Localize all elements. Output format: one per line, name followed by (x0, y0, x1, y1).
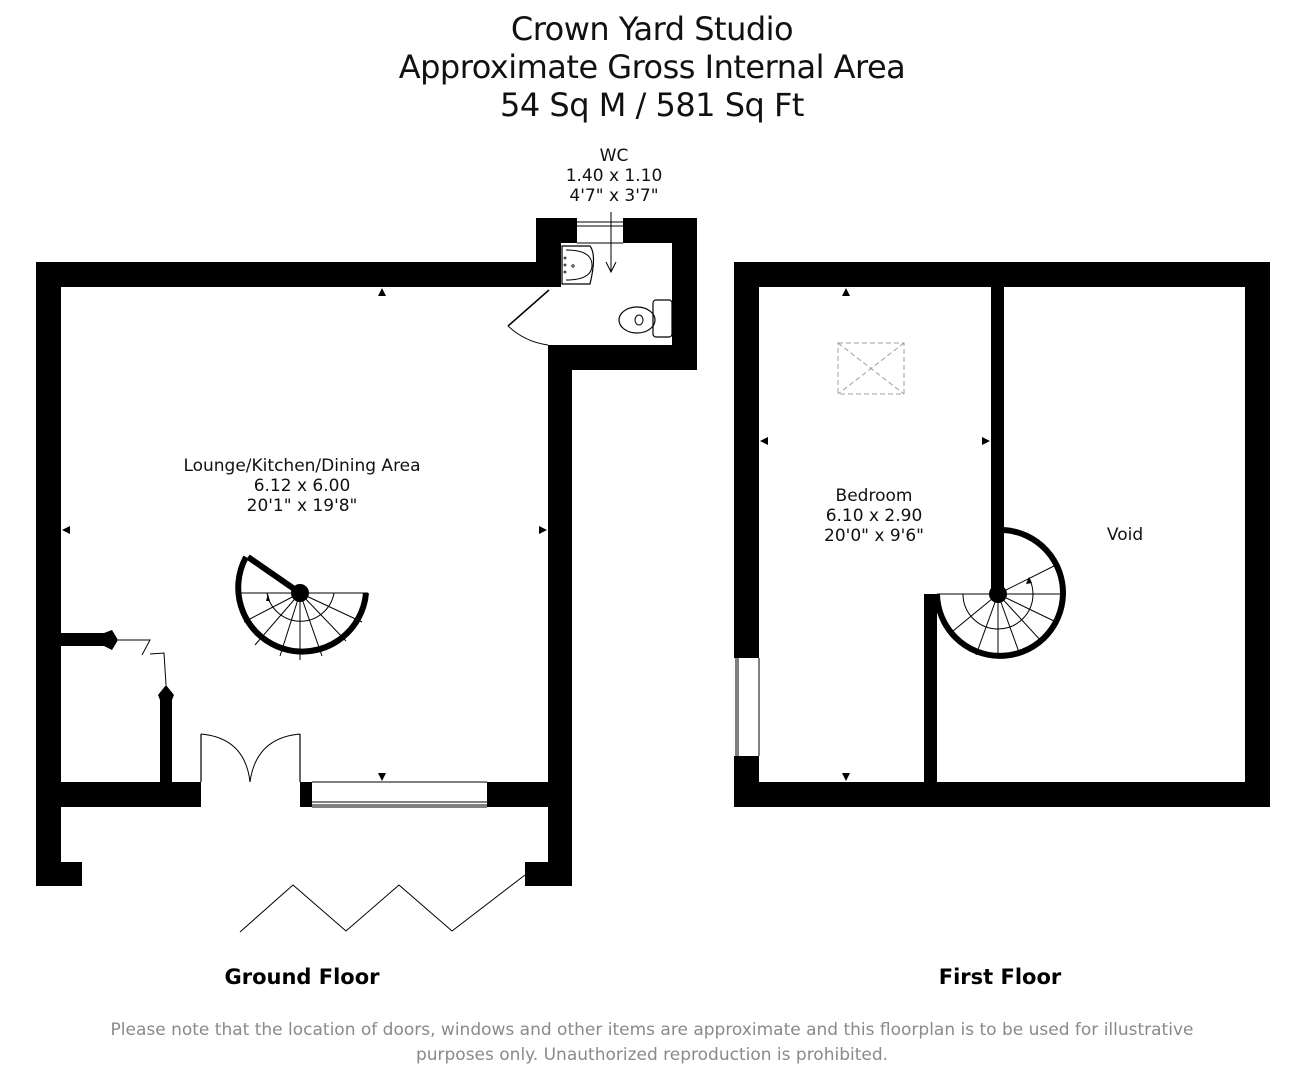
wc-bottom-wall (548, 345, 697, 370)
room-label-wc: WC 1.40 x 1.10 4'7" x 3'7" (566, 146, 663, 206)
ground-top-wall (36, 262, 560, 287)
stair-direction-arrow-first (1026, 577, 1032, 584)
property-name: Crown Yard Studio (510, 10, 794, 48)
ground-front-wall-left (61, 782, 201, 807)
room-label-void: Void (1107, 525, 1143, 545)
room-metric: 1.40 x 1.10 (565, 166, 663, 186)
cupboard-side-wall (160, 692, 172, 782)
room-metric: 6.12 x 6.00 (253, 476, 351, 496)
bedroom-void-partition (991, 287, 1004, 594)
cupboard-hinge-side (158, 685, 174, 700)
spiral-staircase-ground (235, 554, 369, 660)
wc-top-wall-left (536, 218, 577, 243)
first-right-wall (1245, 262, 1270, 807)
ground-right-foot-wall (525, 862, 572, 886)
floor-label-ground: Ground Floor (224, 965, 380, 989)
wc-door (507, 289, 550, 327)
room-metric: 6.10 x 2.90 (825, 506, 923, 526)
room-imperial: 20'0" x 9'6" (824, 526, 924, 546)
wc-right-wall (672, 218, 697, 370)
disclaimer-line-1: Please note that the location of doors, … (110, 1020, 1194, 1040)
room-name: Lounge/Kitchen/Dining Area (183, 456, 421, 476)
first-left-wall-upper (734, 262, 759, 658)
plan-title-block: Crown Yard Studio Approximate Gross Inte… (0, 10, 1304, 124)
bedroom-stair-partition (924, 594, 937, 782)
toilet-icon (652, 299, 673, 338)
first-bottom-wall (734, 782, 1270, 807)
ground-floor-fixtures (118, 212, 673, 933)
first-top-wall (734, 262, 1270, 287)
ground-left-foot-wall (36, 862, 82, 886)
basin-icon (561, 245, 595, 285)
first-floor-fixtures (735, 342, 1066, 756)
first-floor-plan (734, 262, 1270, 807)
ground-front-wall-right (487, 782, 548, 807)
room-imperial: 20'1" x 19'8" (246, 496, 358, 516)
cupboard-hinge-top (104, 630, 118, 650)
ground-right-wall (548, 345, 572, 886)
room-imperial: 4'7" x 3'7" (569, 186, 659, 206)
bifold-doors (239, 874, 526, 933)
ground-front-wall-mid (300, 782, 312, 807)
first-dimension-markers (760, 288, 990, 781)
room-label-bedroom: Bedroom 6.10 x 2.90 20'0" x 9'6" (824, 486, 924, 546)
spiral-staircase-first (934, 527, 1066, 659)
stair-newel-first (989, 585, 1007, 603)
room-name: Bedroom (835, 486, 913, 506)
ground-left-wall (36, 262, 61, 886)
ground-dimension-markers (62, 288, 547, 781)
stair-direction-arrow-ground (266, 594, 270, 601)
stair-newel-ground (291, 584, 309, 602)
floor-label-first: First Floor (938, 965, 1062, 989)
area-heading: Approximate Gross Internal Area (398, 48, 906, 86)
room-name: Void (1106, 525, 1144, 545)
disclaimer: Please note that the location of doors, … (0, 1018, 1304, 1068)
cupboard-door (118, 639, 151, 656)
room-name: WC (599, 146, 629, 166)
disclaimer-line-2: purposes only. Unauthorized reproduction… (415, 1045, 889, 1065)
cupboard-top-wall (61, 633, 106, 646)
skylight (837, 342, 905, 395)
room-label-lounge: Lounge/Kitchen/Dining Area 6.12 x 6.00 2… (183, 456, 420, 516)
area-value: 54 Sq M / 581 Sq Ft (500, 86, 804, 124)
ground-floor-plan (36, 218, 697, 886)
